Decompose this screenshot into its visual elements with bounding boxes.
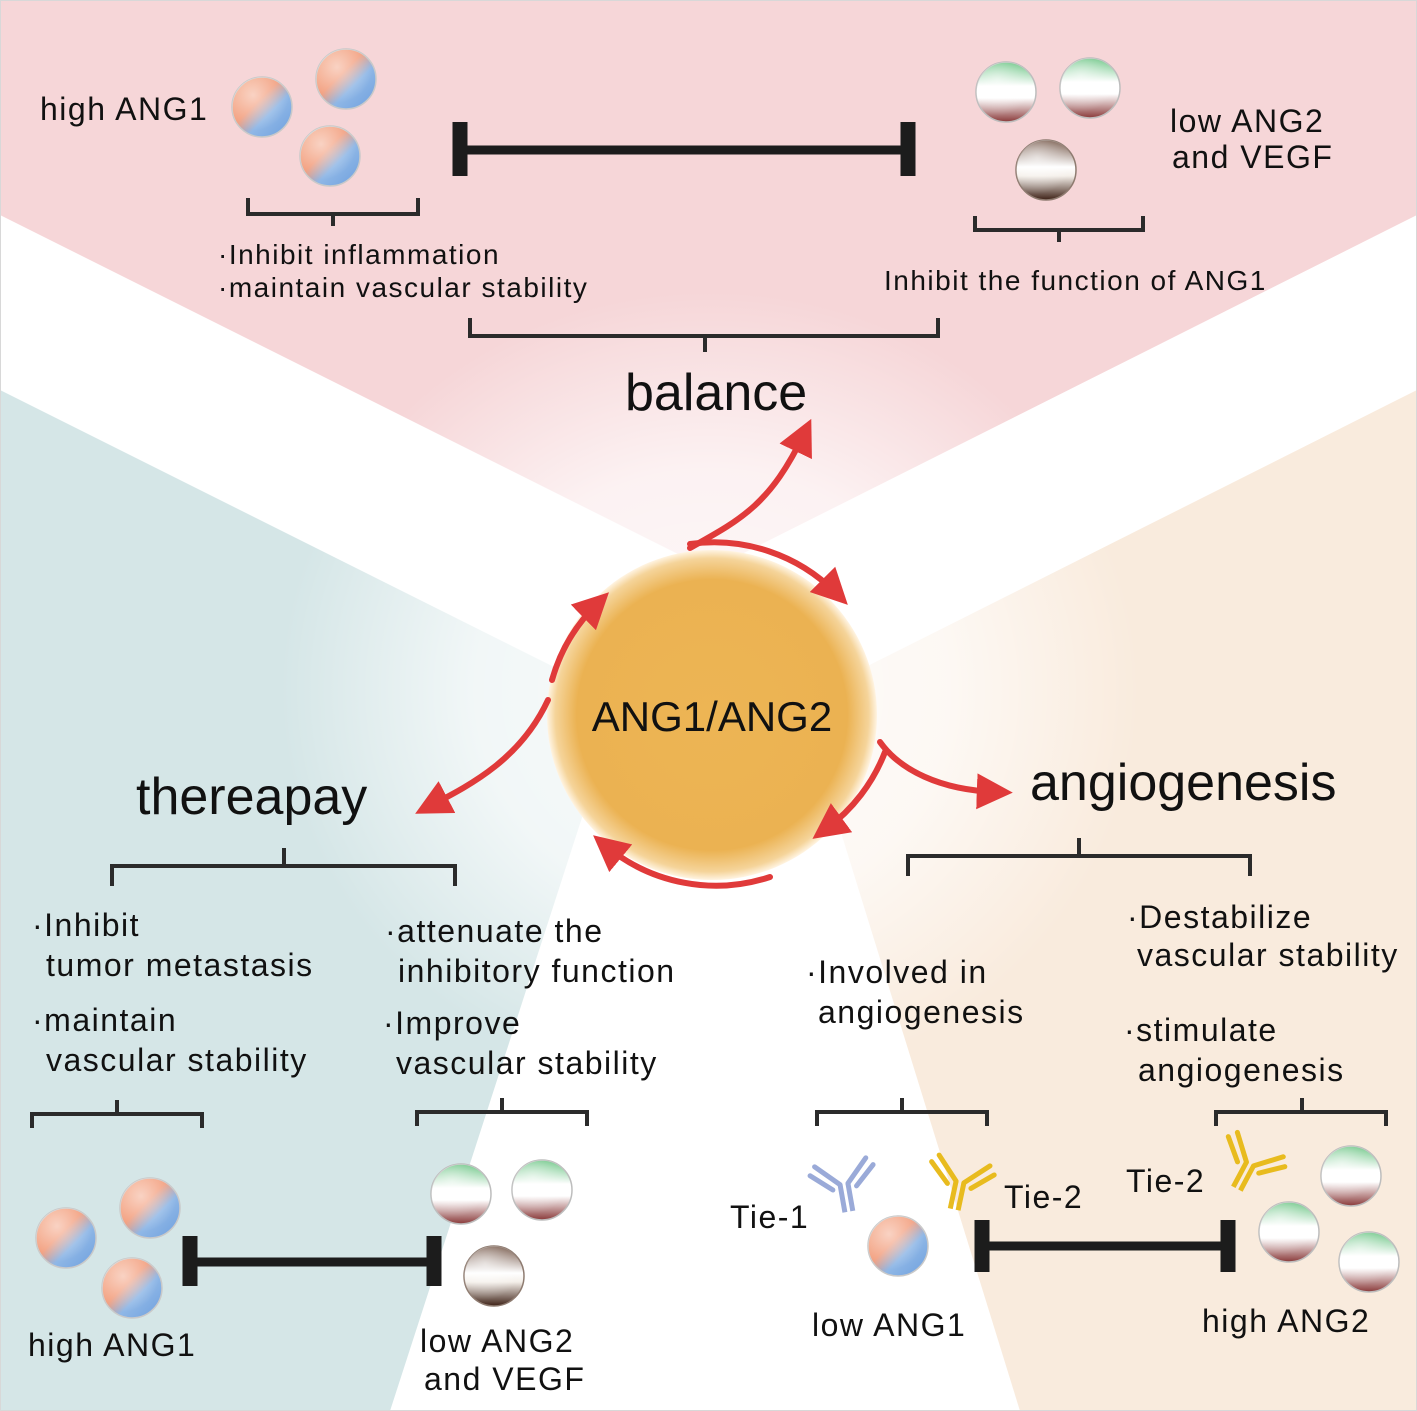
therapy-left-effect-line4: vascular stability (46, 1042, 308, 1078)
therapy-right-effect-line2: inhibitory function (398, 953, 676, 989)
cycle-arrow-right-icon (812, 749, 888, 839)
therapy-left-bracket (30, 1100, 204, 1128)
therapy-left-effect-line1: ·Inhibit (32, 907, 140, 943)
balance-left-effect-line2: ·maintain vascular stability (218, 272, 588, 303)
angiogenesis-right-effect-line2: vascular stability (1137, 937, 1399, 973)
arrow-to-balance-icon (687, 418, 812, 551)
therapy-left-effect-line2: tumor metastasis (46, 947, 314, 983)
balance-right-state-line2: and VEGF (1172, 139, 1333, 175)
arrow-to-therapy-icon (415, 697, 551, 814)
angiogenesis-left-bracket (815, 1098, 989, 1126)
therapy-left-effect-line3: ·maintain (32, 1002, 177, 1038)
therapy-right-state-line2: and VEGF (424, 1361, 585, 1397)
therapy-right-effect-line4: vascular stability (396, 1045, 658, 1081)
balance-right-state-line1: low ANG2 (1170, 103, 1324, 139)
cycle-arrow-left-icon (549, 592, 609, 683)
balance-inhibition-bar (452, 122, 916, 176)
therapy-right-effect-line1: ·attenuate the (385, 913, 603, 949)
balance-left-state-label: high ANG1 (40, 91, 208, 127)
center-label: ANG1/ANG2 (592, 693, 832, 740)
therapy-right-bracket (415, 1098, 589, 1126)
therapy-bracket (110, 848, 457, 886)
angiogenesis-tie2-right-label: Tie-2 (1126, 1163, 1205, 1199)
angiogenesis-right-effect-line4: angiogenesis (1138, 1052, 1345, 1088)
therapy-left-state-label: high ANG1 (28, 1327, 196, 1363)
angiogenesis-tie2-left-label: Tie-2 (1004, 1179, 1083, 1215)
arrow-to-angiogenesis-icon (877, 739, 1013, 810)
center-node (547, 550, 877, 880)
angiogenesis-left-state-label: low ANG1 (812, 1307, 966, 1343)
angiogenesis-tie1-label: Tie-1 (730, 1199, 809, 1235)
balance-left-bracket (246, 198, 420, 226)
angiogenesis-right-bracket (1214, 1098, 1388, 1126)
angiogenesis-left-effect-line2: angiogenesis (818, 994, 1025, 1030)
balance-right-effect: Inhibit the function of ANG1 (884, 265, 1267, 296)
angiogenesis-bracket (906, 838, 1252, 876)
angiogenesis-right-effect-line1: ·Destabilize (1127, 899, 1312, 935)
therapy-title: thereapay (136, 768, 367, 826)
cycle-arrows (415, 418, 1013, 889)
angiogenesis-right-effect-line3: ·stimulate (1124, 1012, 1278, 1048)
balance-right-bracket (973, 216, 1145, 242)
balance-title: balance (625, 364, 807, 422)
angiogenesis-right-state-label: high ANG2 (1202, 1303, 1370, 1339)
angiogenesis-title: angiogenesis (1030, 754, 1336, 812)
cycle-arrow-top-icon (687, 539, 848, 605)
angiogenesis-inhibition-bar (974, 1220, 1236, 1272)
balance-bracket (468, 318, 940, 352)
therapy-inhibition-bar (182, 1236, 442, 1286)
balance-left-effect-line1: ·Inhibit inflammation (218, 239, 500, 270)
cycle-arrow-bottom-icon (593, 835, 773, 889)
therapy-right-state-line1: low ANG2 (420, 1323, 574, 1359)
angiogenesis-left-effect-line1: ·Involved in (806, 954, 988, 990)
therapy-right-effect-line3: ·Improve (383, 1005, 521, 1041)
